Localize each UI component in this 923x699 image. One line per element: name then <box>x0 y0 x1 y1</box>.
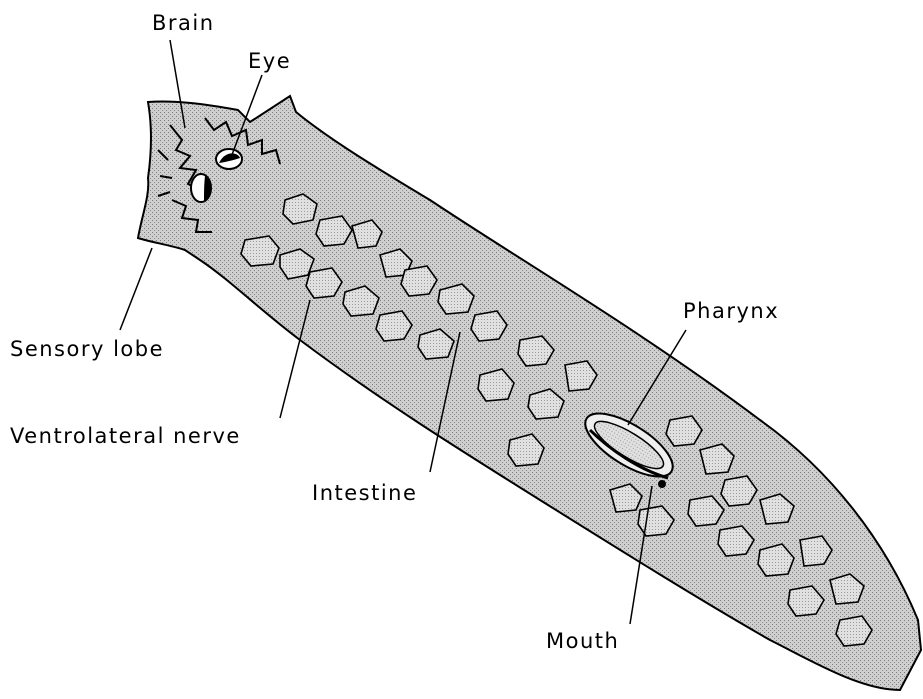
sensory-lobe-label: Sensory lobe <box>10 337 164 361</box>
pharynx-label: Pharynx <box>683 299 779 323</box>
brain-label: Brain <box>152 11 215 35</box>
intestine-label: Intestine <box>312 481 417 505</box>
mouth <box>658 480 666 488</box>
mouth-label: Mouth <box>546 629 619 653</box>
eye-label: Eye <box>248 49 291 73</box>
ventrolateral-nerve-label: Ventrolateral nerve <box>10 424 241 448</box>
